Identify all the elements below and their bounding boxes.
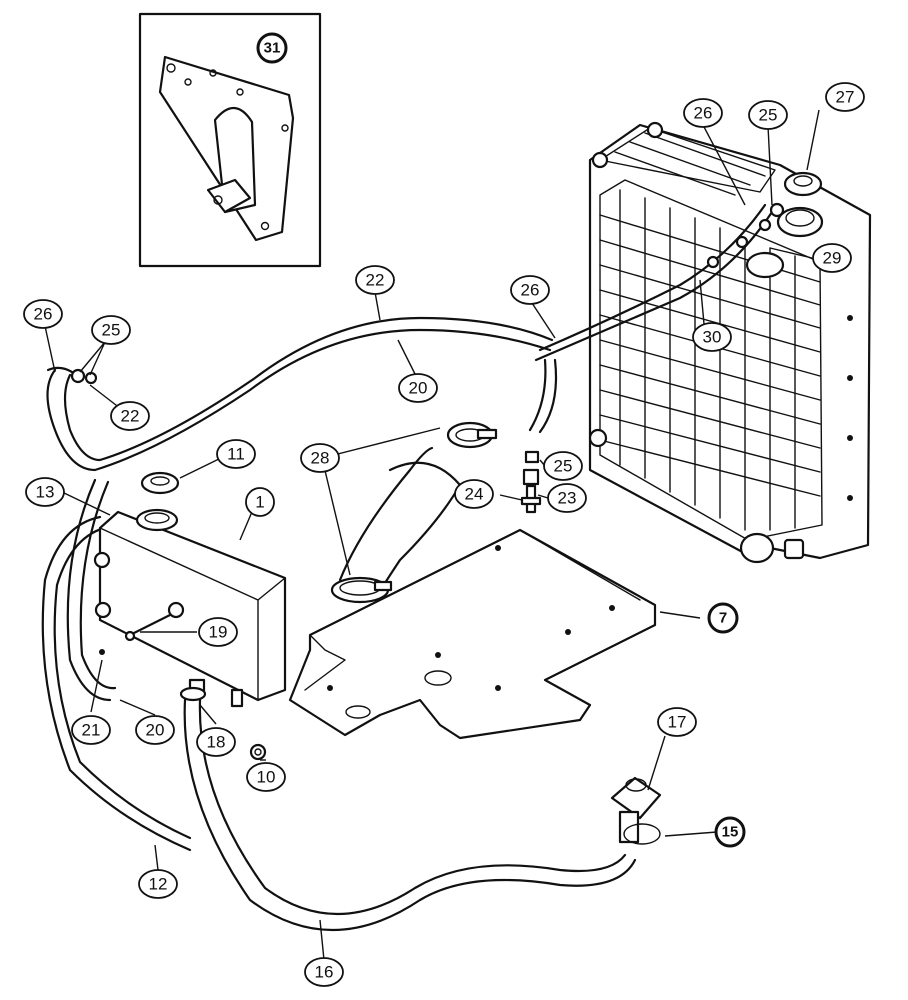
radiator-hose <box>330 446 462 604</box>
svg-text:22: 22 <box>121 407 140 426</box>
svg-text:29: 29 <box>823 249 842 268</box>
fittings-23-24-25 <box>520 450 542 514</box>
nut-10 <box>249 743 267 761</box>
mounting-plate <box>288 528 657 740</box>
tank-cap <box>140 471 180 495</box>
callout-16: 16 <box>304 957 344 987</box>
svg-text:19: 19 <box>209 623 228 642</box>
radiator-filler-neck <box>776 206 824 238</box>
svg-text:18: 18 <box>207 733 226 752</box>
callout-23: 23 <box>547 483 587 513</box>
bracket-hole <box>184 78 192 86</box>
bracket-tab <box>206 178 252 214</box>
svg-text:20: 20 <box>409 379 428 398</box>
overflow-hoses <box>41 203 774 932</box>
svg-text:25: 25 <box>759 106 778 125</box>
callout-13: 13 <box>25 477 65 507</box>
svg-text:24: 24 <box>465 485 484 504</box>
bracket-hole <box>236 88 244 96</box>
svg-text:11: 11 <box>227 445 245 464</box>
radiator-upper-outlet <box>745 251 785 279</box>
callout-17: 17 <box>657 707 697 737</box>
callout-20: 20 <box>135 715 175 745</box>
bracket-hole <box>209 69 217 77</box>
callout-22: 22 <box>355 265 395 295</box>
callout-25: 25 <box>748 100 788 130</box>
svg-text:1: 1 <box>255 493 264 512</box>
overflow-tank <box>93 508 287 708</box>
callout-15: 15 <box>714 816 746 848</box>
radiator-fins <box>599 189 821 531</box>
callout-30: 30 <box>692 322 732 352</box>
bolt-19 <box>124 613 172 642</box>
clip-15 <box>623 823 661 845</box>
callout-31: 31 <box>256 32 288 64</box>
callout-11: 11 <box>216 439 256 469</box>
svg-text:25: 25 <box>102 321 121 340</box>
radiator-core <box>599 179 823 541</box>
drain-plug <box>783 538 805 560</box>
left-fittings <box>70 368 98 385</box>
callout-26: 26 <box>510 275 550 305</box>
callout-10: 10 <box>246 762 286 792</box>
radiator-cap <box>783 171 823 197</box>
callout-20: 20 <box>398 373 438 403</box>
svg-text:20: 20 <box>146 721 165 740</box>
callout-26: 26 <box>23 299 63 329</box>
callout-22: 22 <box>110 401 150 431</box>
svg-text:7: 7 <box>719 610 727 627</box>
svg-text:22: 22 <box>366 271 385 290</box>
svg-text:15: 15 <box>722 824 739 841</box>
svg-text:26: 26 <box>521 281 540 300</box>
svg-text:25: 25 <box>554 457 573 476</box>
svg-text:26: 26 <box>694 104 713 123</box>
callout-25: 25 <box>91 315 131 345</box>
inset-bracket-panel <box>138 12 322 268</box>
bracket-hole <box>213 195 223 205</box>
svg-text:17: 17 <box>668 713 687 732</box>
svg-text:28: 28 <box>311 449 330 468</box>
svg-text:10: 10 <box>257 768 276 787</box>
callout-7: 7 <box>707 602 739 634</box>
radiator-lower-outlet <box>739 532 775 564</box>
svg-text:23: 23 <box>558 489 577 508</box>
callout-27: 27 <box>825 82 865 112</box>
bracket-hole <box>166 63 176 73</box>
callout-12: 12 <box>138 869 178 899</box>
callout-29: 29 <box>812 243 852 273</box>
svg-text:12: 12 <box>149 875 168 894</box>
svg-text:13: 13 <box>36 483 55 502</box>
elbow-fitting-17 <box>610 776 662 844</box>
svg-text:27: 27 <box>836 88 855 107</box>
bracket-hole <box>281 124 289 132</box>
svg-text:21: 21 <box>82 721 101 740</box>
inset-frame <box>138 12 322 268</box>
washer-21 <box>99 649 105 655</box>
svg-text:16: 16 <box>315 963 334 982</box>
callout-21: 21 <box>71 715 111 745</box>
callout-24: 24 <box>454 479 494 509</box>
upper-fittings <box>706 202 785 269</box>
callout-1: 1 <box>245 487 275 517</box>
svg-text:31: 31 <box>264 40 281 57</box>
bracket-hole <box>260 221 270 231</box>
callout-26: 26 <box>683 98 723 128</box>
callout-28: 28 <box>300 443 340 473</box>
callout-18: 18 <box>196 727 236 757</box>
svg-text:30: 30 <box>703 328 722 347</box>
clamp-18 <box>179 686 207 702</box>
callout-25: 25 <box>543 451 583 481</box>
svg-text:26: 26 <box>34 305 53 324</box>
hose-clamp-upper <box>446 421 498 449</box>
callout-19: 19 <box>198 617 238 647</box>
